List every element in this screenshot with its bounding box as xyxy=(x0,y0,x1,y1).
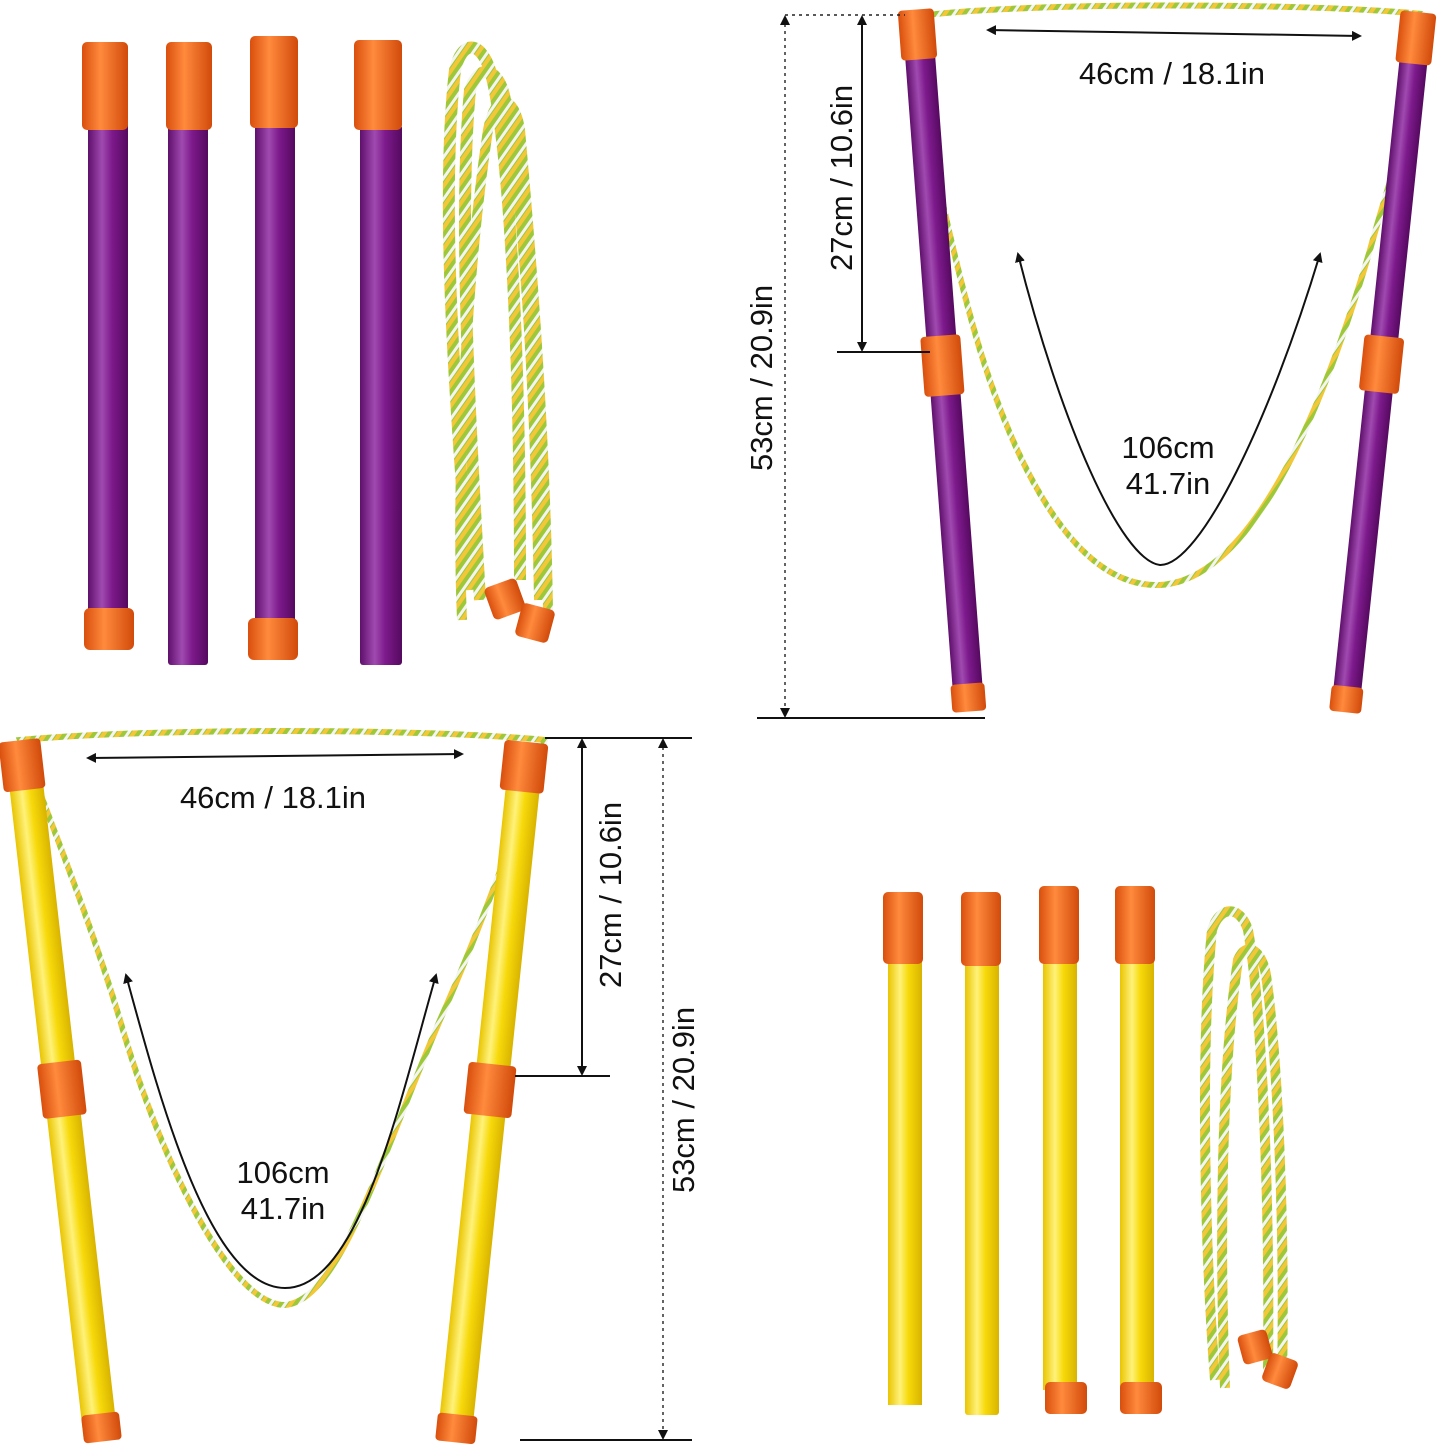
orange-cap-icon xyxy=(515,603,555,643)
yellow-pole-icon xyxy=(883,892,923,1405)
orange-cap-icon xyxy=(950,682,987,713)
orange-cap-icon xyxy=(1395,10,1437,66)
purple-pole-icon xyxy=(166,42,212,665)
yellow-pole-icon xyxy=(435,740,549,1444)
orange-cap-icon xyxy=(354,40,402,130)
height-label: 53cm / 20.9in xyxy=(666,1007,701,1193)
orange-cap-icon xyxy=(1039,886,1079,964)
yellow-pole-icon xyxy=(1039,886,1087,1414)
orange-cap-icon xyxy=(463,1062,517,1118)
width-label: 46cm / 18.1in xyxy=(180,780,366,815)
purple-pole-icon xyxy=(248,36,298,660)
orange-cap-icon xyxy=(1120,1382,1162,1414)
orange-cap-icon xyxy=(37,1059,87,1119)
orange-cap-icon xyxy=(82,42,128,130)
purple-pole-icon xyxy=(1329,10,1437,714)
yellow-pole-icon xyxy=(1115,886,1162,1414)
orange-cap-icon xyxy=(435,1412,478,1444)
orange-cap-icon xyxy=(499,740,549,794)
orange-cap-icon xyxy=(961,892,1001,966)
orange-cap-icon xyxy=(484,578,526,620)
orange-cap-icon xyxy=(84,608,134,650)
orange-cap-icon xyxy=(166,42,212,130)
braided-rope-icon xyxy=(442,41,555,643)
rope-length-cm-label: 106cm xyxy=(1121,430,1214,465)
dimension-arrow-icon xyxy=(86,749,464,763)
purple-pole-icon xyxy=(354,40,402,665)
purple-parts-group xyxy=(82,36,555,665)
orange-cap-icon xyxy=(248,618,298,660)
braided-rope-icon xyxy=(1199,906,1298,1389)
segment-length-label: 27cm / 10.6in xyxy=(593,802,628,988)
braided-rope-icon xyxy=(901,2,1430,589)
rope-length-cm-label: 106cm xyxy=(236,1155,329,1190)
orange-cap-icon xyxy=(1115,886,1155,964)
orange-cap-icon xyxy=(883,892,923,964)
purple-pole-icon xyxy=(82,42,134,650)
yellow-pole-icon xyxy=(961,892,1001,1415)
yellow-assembled-wand: 46cm / 18.1in 106cm 41.7in 27cm / 10.6in… xyxy=(0,728,701,1444)
orange-cap-icon xyxy=(1262,1353,1298,1389)
dimension-arrow-icon xyxy=(123,973,439,1290)
orange-cap-icon xyxy=(1359,334,1404,394)
orange-cap-icon xyxy=(250,36,298,128)
orange-cap-icon xyxy=(1045,1382,1087,1414)
orange-cap-icon xyxy=(897,8,938,61)
purple-pole-icon xyxy=(897,8,987,713)
orange-cap-icon xyxy=(920,334,965,397)
height-label: 53cm / 20.9in xyxy=(744,285,779,471)
purple-assembled-wand: 46cm / 18.1in 106cm 41.7in 27cm / 10.6in… xyxy=(744,2,1437,719)
yellow-pole-icon xyxy=(0,738,122,1444)
dimension-arrow-icon xyxy=(1015,252,1323,567)
dimension-arrow-icon xyxy=(986,25,1362,41)
yellow-parts-group xyxy=(883,886,1298,1415)
rope-length-in-label: 41.7in xyxy=(241,1191,325,1226)
orange-cap-icon xyxy=(1329,685,1364,714)
rope-length-in-label: 41.7in xyxy=(1126,466,1210,501)
orange-cap-icon xyxy=(81,1411,122,1444)
segment-length-label: 27cm / 10.6in xyxy=(824,85,859,271)
orange-cap-icon xyxy=(1237,1329,1273,1365)
orange-cap-icon xyxy=(0,738,46,793)
width-label: 46cm / 18.1in xyxy=(1079,56,1265,91)
